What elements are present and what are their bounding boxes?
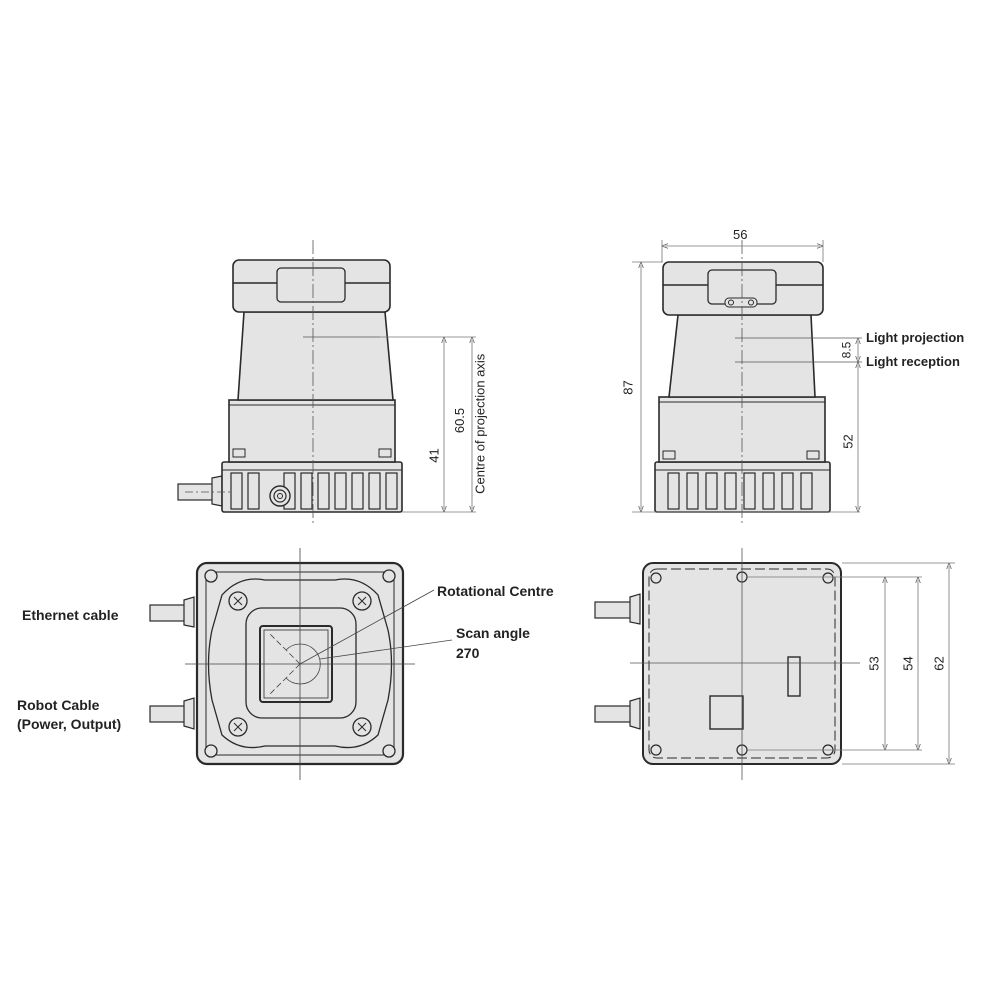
robot-cable-sub-label: (Power, Output) <box>17 716 122 732</box>
dimension-8-5: 8.5 <box>839 341 854 359</box>
bottom-view <box>594 562 842 765</box>
bottom-dimensions <box>747 562 955 765</box>
scan-angle-label: Scan angle <box>456 625 530 641</box>
light-projection-label: Light projection <box>866 330 965 345</box>
light-reception-label: Light reception <box>866 354 960 369</box>
side-centerlines <box>735 240 862 525</box>
projection-axis-note: Centre of projection axis <box>472 353 488 494</box>
side-dimensions <box>632 240 860 513</box>
scan-angle-arc <box>285 643 321 685</box>
scan-angle-value: 270 <box>456 645 480 661</box>
robot-cable-label: Robot Cable <box>17 697 100 713</box>
top-centerlines <box>185 548 453 780</box>
dimension-53: 53 <box>866 656 882 671</box>
cable-icon <box>594 593 641 625</box>
ethernet-cable-label: Ethernet cable <box>22 607 119 623</box>
robot-cable-icon <box>149 697 195 730</box>
dimension-62: 62 <box>931 656 947 671</box>
rotational-centre-label: Rotational Centre <box>437 583 554 599</box>
dimension-52: 52 <box>840 434 856 449</box>
ethernet-cable-icon <box>149 596 195 628</box>
front-dimensions <box>380 336 476 513</box>
side-view <box>654 261 831 513</box>
top-view <box>149 561 405 766</box>
dimension-54: 54 <box>900 656 916 671</box>
cable-icon <box>177 475 223 507</box>
bottom-centerlines <box>630 548 860 780</box>
front-centerlines <box>185 240 380 525</box>
front-view <box>177 259 403 513</box>
dimension-41: 41 <box>426 448 442 463</box>
cable-icon <box>594 697 641 730</box>
dimension-87: 87 <box>620 380 636 395</box>
dimension-60-5: 60.5 <box>452 407 468 434</box>
dimension-56: 56 <box>733 227 748 242</box>
